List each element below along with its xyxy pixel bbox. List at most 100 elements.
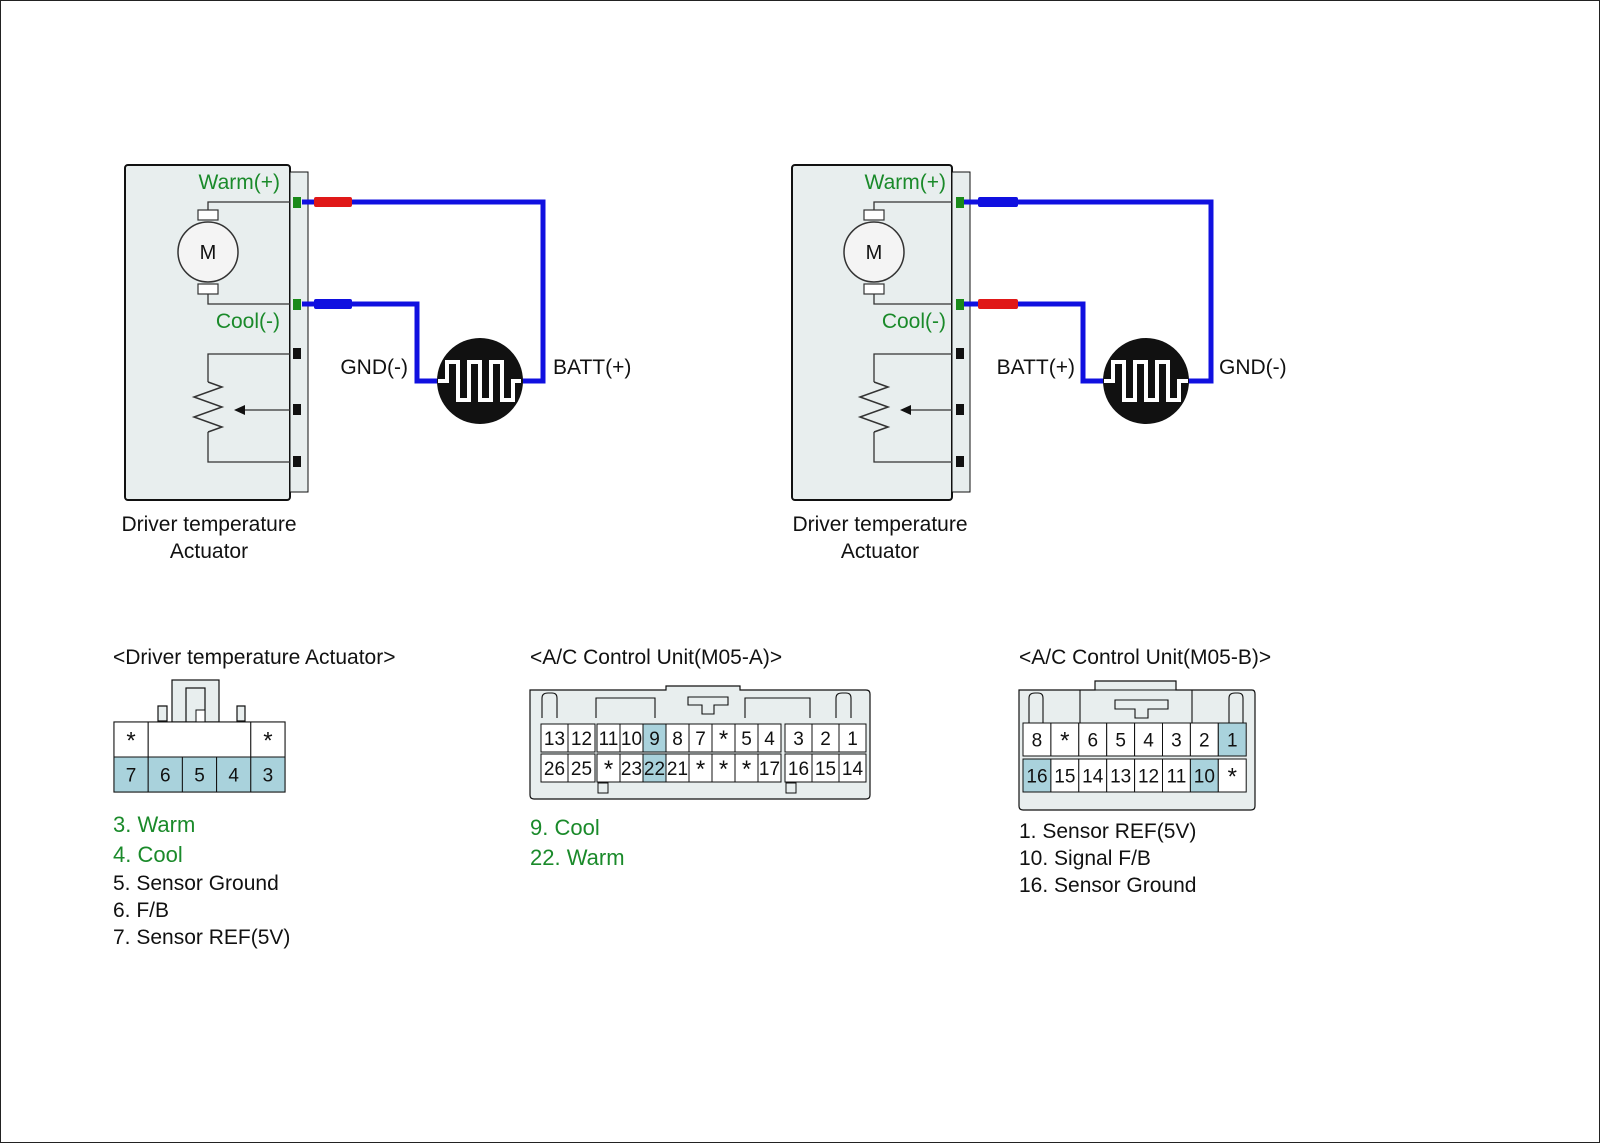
pin-label: 15 xyxy=(815,759,836,780)
pin-cell xyxy=(1217,758,1247,793)
pin-label: 4 xyxy=(764,729,775,750)
pin-label: 22 xyxy=(644,759,665,780)
pin-label: 11 xyxy=(599,729,619,750)
terminal-pin xyxy=(956,456,964,467)
supply-left-label: GND(-) xyxy=(340,356,408,379)
pin-label: 2 xyxy=(820,729,831,750)
pin-label: * xyxy=(126,728,135,755)
pin-label: 21 xyxy=(667,759,688,780)
motor-brush-bottom xyxy=(863,283,885,295)
pin-cell xyxy=(181,756,218,793)
wiper-arrow-icon xyxy=(234,405,245,415)
pin-cell xyxy=(567,753,596,783)
pin-cell xyxy=(1217,722,1247,757)
connector-recess xyxy=(1079,689,1193,723)
pin-label: 13 xyxy=(544,729,565,750)
actuator-caption-line2: Actuator xyxy=(841,540,919,563)
pin-label: 13 xyxy=(1110,767,1131,788)
legend-item: 22. Warm xyxy=(530,845,625,870)
pin-label: 5 xyxy=(1115,731,1126,752)
pin-cell xyxy=(1050,758,1080,793)
legend-item: 1. Sensor REF(5V) xyxy=(1019,820,1196,843)
pin-cell xyxy=(1189,722,1219,757)
pin-cell xyxy=(113,756,149,793)
pin-cell xyxy=(147,721,252,758)
pin-cell xyxy=(757,723,782,753)
wiper-arrow-icon xyxy=(900,405,911,415)
connector-title: <A/C Control Unit(M05-B)> xyxy=(1019,646,1271,669)
power-supply-symbol xyxy=(1104,360,1188,402)
pin-cell xyxy=(1134,758,1163,793)
pin-label: 23 xyxy=(621,759,642,780)
pin-label: 9 xyxy=(649,729,660,750)
pin-label: 1 xyxy=(847,729,858,750)
pin-cell xyxy=(567,723,596,753)
actuator-terminal-strip xyxy=(951,171,971,493)
connector-guide xyxy=(1028,692,1244,723)
potentiometer-icon xyxy=(857,381,891,433)
pin-label: * xyxy=(1060,728,1069,755)
cool-probe xyxy=(314,299,352,309)
actuator-terminal-strip xyxy=(289,171,309,493)
pin-label: * xyxy=(1228,764,1237,791)
potentiometer-icon xyxy=(191,381,225,433)
pin-label: 6 xyxy=(160,766,171,787)
legend-item: 7. Sensor REF(5V) xyxy=(113,926,290,949)
actuator-caption-line1: Driver temperature xyxy=(121,513,296,536)
pin-cell xyxy=(250,721,286,758)
motor-brush-bottom xyxy=(197,283,219,295)
legend-item: 10. Signal F/B xyxy=(1019,847,1151,870)
pin-cell xyxy=(147,756,183,793)
pin-cell xyxy=(838,753,867,783)
motor-brush-top xyxy=(197,209,219,221)
pin-label: 10 xyxy=(621,729,642,750)
pin-label: 8 xyxy=(1032,731,1043,752)
connector-foot xyxy=(785,782,797,794)
connector-key xyxy=(1114,699,1169,719)
pin-label: 26 xyxy=(544,759,565,780)
connector-recess xyxy=(595,697,811,718)
pin-label: * xyxy=(696,756,705,783)
motor-icon xyxy=(843,221,905,283)
legend-item: 9. Cool xyxy=(530,815,600,840)
legend-item: 5. Sensor Ground xyxy=(113,872,279,895)
warm-probe xyxy=(978,197,1018,207)
pin-label: 5 xyxy=(194,766,205,787)
supply-left-label: BATT(+) xyxy=(997,356,1075,379)
terminal-pin xyxy=(293,348,301,359)
pin-label: * xyxy=(742,756,751,783)
legend-item: 3. Warm xyxy=(113,812,195,837)
legend-item: 16. Sensor Ground xyxy=(1019,874,1196,897)
actuator-caption-line1: Driver temperature xyxy=(792,513,967,536)
pin-label: * xyxy=(719,726,728,753)
pin-cell xyxy=(811,753,840,783)
pin-label: 3 xyxy=(263,766,274,787)
batt-wire xyxy=(302,199,546,384)
pin-cell xyxy=(784,723,813,753)
cool-terminal-label: Cool(-) xyxy=(882,310,946,333)
pin-cell xyxy=(540,753,569,783)
connector-tab xyxy=(157,705,246,722)
connector-title: <A/C Control Unit(M05-A)> xyxy=(530,646,782,669)
pin-label: 12 xyxy=(571,729,592,750)
pin-label: * xyxy=(719,756,728,783)
motor-label: M xyxy=(200,242,217,264)
pot-lead-top xyxy=(207,353,290,382)
pin-label: 16 xyxy=(788,759,809,780)
motor-icon xyxy=(177,221,239,283)
power-supply-symbol xyxy=(438,360,521,402)
cool-probe xyxy=(978,299,1018,309)
pin-cell xyxy=(838,723,867,753)
pin-label: 2 xyxy=(1199,731,1210,752)
connector-latch-slot xyxy=(195,709,206,723)
gnd-wire xyxy=(964,199,1214,384)
warm-terminal xyxy=(293,197,301,208)
terminal-pin xyxy=(293,404,301,415)
gnd-wire xyxy=(302,301,438,384)
pin-cell xyxy=(1106,722,1136,757)
pin-cell xyxy=(811,723,840,753)
pin-label: 17 xyxy=(759,759,780,780)
